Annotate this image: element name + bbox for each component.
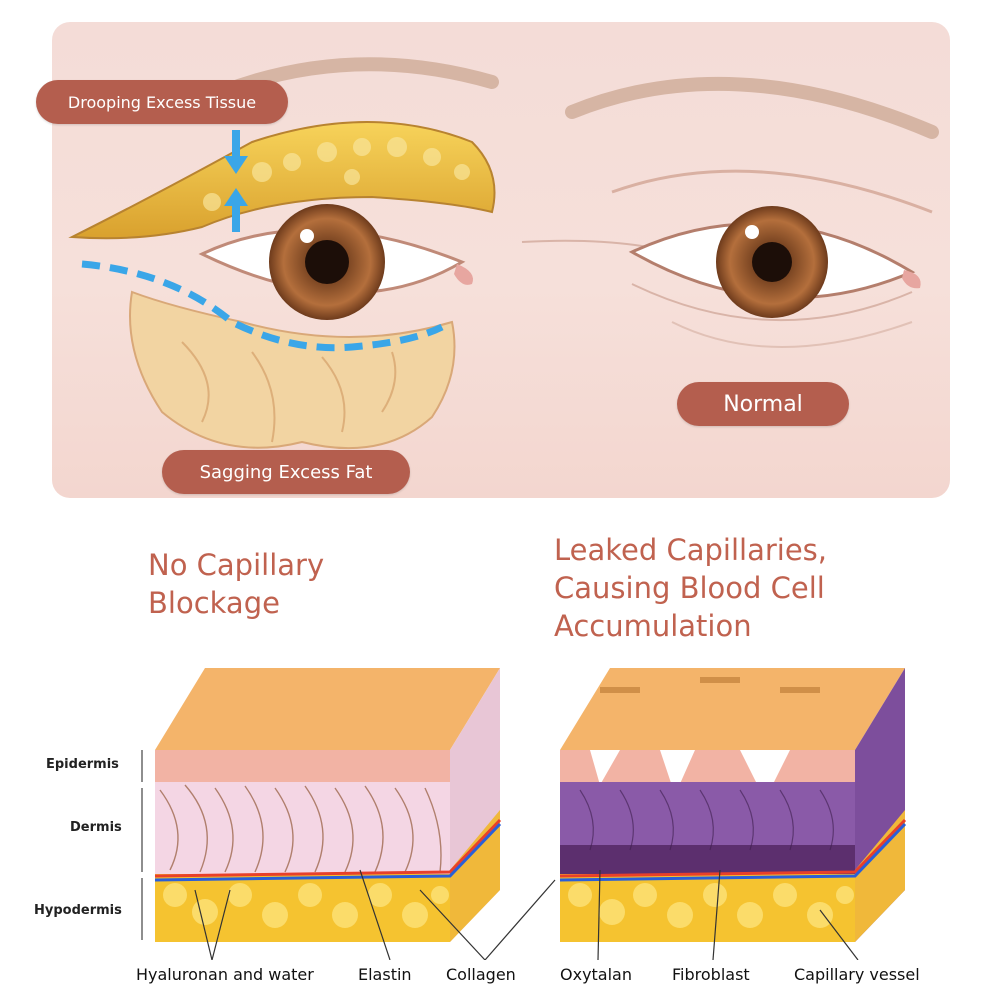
oxytalan-label: Oxytalan: [560, 965, 632, 984]
hyaluronan-label: Hyaluronan and water: [136, 965, 314, 984]
skin-cross-sections: [141, 668, 907, 960]
no-capillary-blockage-heading: No Capillary Blockage: [148, 548, 325, 620]
eye-comparison-panel: [52, 22, 950, 498]
fibroblast-label: Fibroblast: [672, 965, 750, 984]
dermis-label: Dermis: [70, 820, 122, 835]
sagging-dashed-line: [81, 260, 444, 352]
healthy-dermis: [155, 782, 450, 874]
leaked-capillaries-heading: Leaked Capillaries, Causing Blood Cell A…: [554, 533, 828, 643]
drooping-upper-fat: [68, 121, 496, 240]
right-eyebrow: [565, 76, 939, 139]
healthy-skin-block: [154, 668, 502, 942]
eye-illustration: [68, 57, 939, 450]
normal-label: Normal: [677, 382, 849, 426]
sagging-excess-fat-label: Sagging Excess Fat: [162, 450, 410, 494]
damaged-epidermis: [560, 750, 855, 800]
collagen-label: Collagen: [446, 965, 516, 984]
drooping-excess-tissue-label: Drooping Excess Tissue: [36, 80, 288, 124]
capillary-vessel-label: Capillary vessel: [794, 965, 920, 984]
elastin-label: Elastin: [358, 965, 412, 984]
healthy-epidermis: [155, 750, 450, 782]
epidermis-label: Epidermis: [46, 757, 119, 772]
hypodermis-label: Hypodermis: [34, 903, 122, 918]
under-eye-fat-bag: [129, 290, 456, 450]
damaged-skin-block: [559, 668, 907, 942]
compression-arrows: [224, 130, 248, 232]
